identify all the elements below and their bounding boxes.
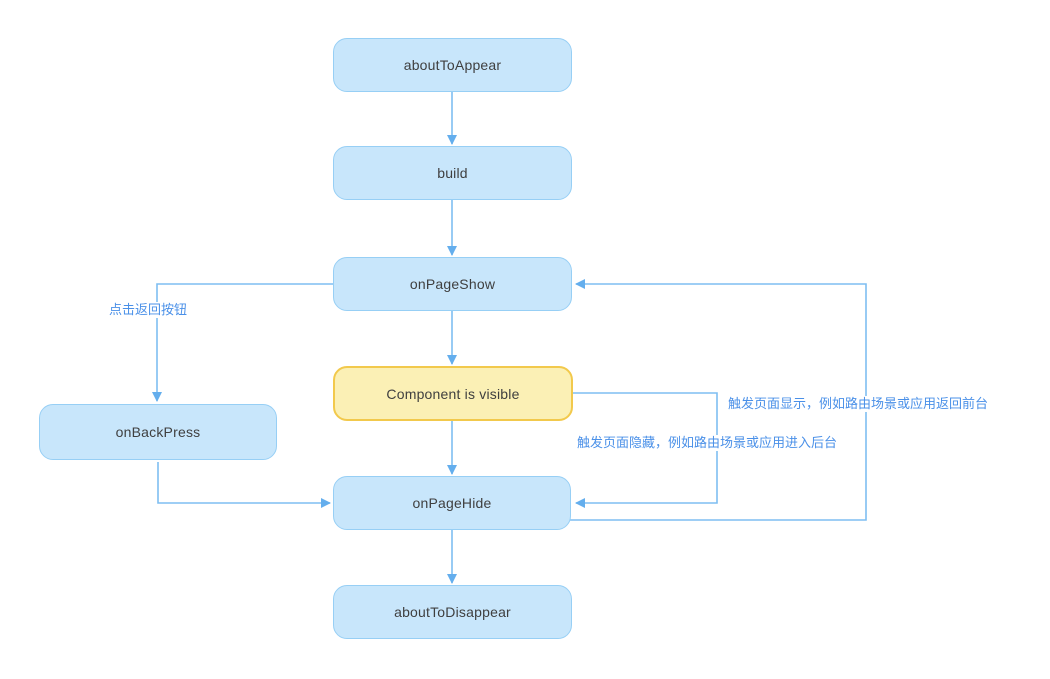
node-abouttoappear: aboutToAppear <box>333 38 572 92</box>
node-component-visible: Component is visible <box>333 366 573 421</box>
edge-label-back-button: 点击返回按钮 <box>106 302 191 318</box>
edge-label-page-hide: 触发页面隐藏，例如路由场景或应用进入后台 <box>574 435 841 451</box>
edge-label-page-show: 触发页面显示，例如路由场景或应用返回前台 <box>725 396 992 412</box>
edge-onpageshow-onbackpress <box>152 283 333 402</box>
node-abouttoappear-label: aboutToAppear <box>403 57 502 73</box>
node-build: build <box>333 146 572 200</box>
node-onpagehide: onPageHide <box>333 476 571 530</box>
node-onpageshow-label: onPageShow <box>409 276 496 292</box>
edge-onbackpress-onpagehide <box>157 462 331 508</box>
node-abouttodisappear-label: aboutToDisappear <box>394 604 511 620</box>
node-onbackpress: onBackPress <box>39 404 277 460</box>
node-component-visible-label: Component is visible <box>386 385 520 402</box>
node-abouttodisappear: aboutToDisappear <box>333 585 572 639</box>
node-build-label: build <box>437 165 468 181</box>
node-onbackpress-label: onBackPress <box>115 424 201 440</box>
node-onpagehide-label: onPageHide <box>412 495 492 511</box>
node-onpageshow: onPageShow <box>333 257 572 311</box>
